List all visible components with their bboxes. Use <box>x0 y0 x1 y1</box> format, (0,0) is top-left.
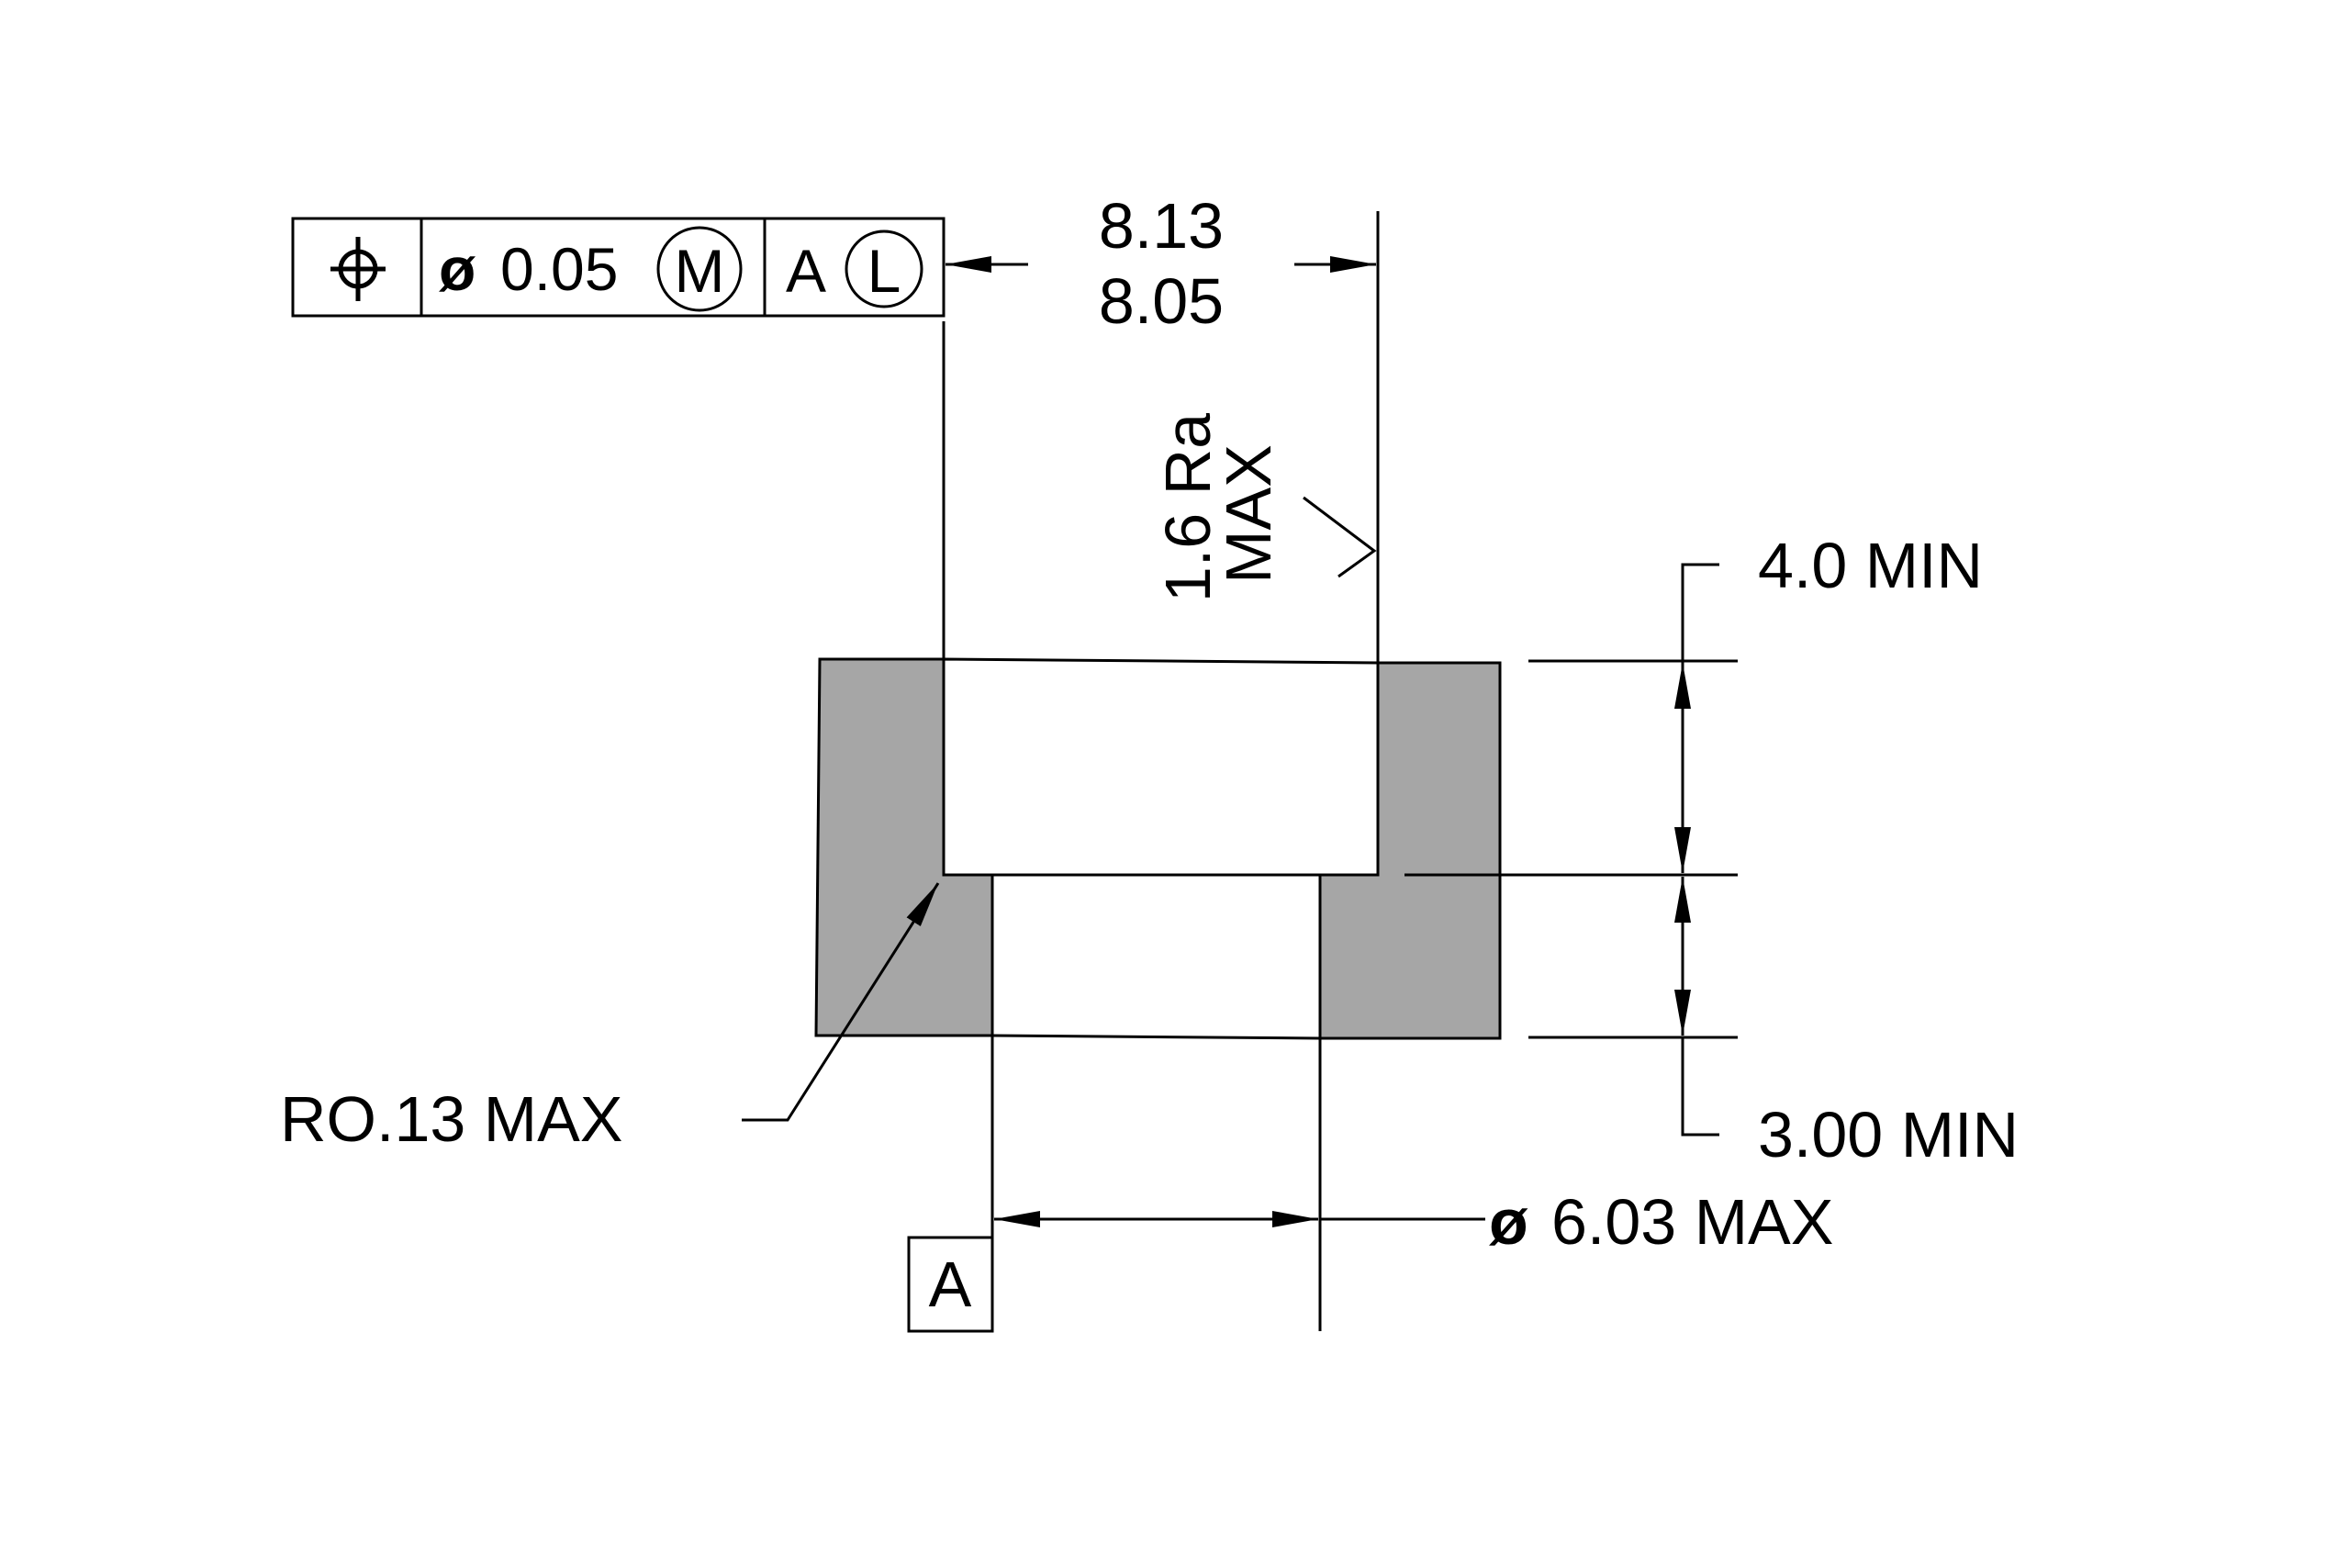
surface-finish-check-icon <box>1303 496 1377 578</box>
section-left-wall <box>814 657 994 1037</box>
vertical-dimensions: 4.0 MIN 3.00 MIN <box>1674 530 2019 1170</box>
base-thickness-label: 3.00 MIN <box>1758 1099 2019 1170</box>
part-section <box>814 657 1502 1040</box>
fcf-lmc-modifier: L <box>867 237 901 305</box>
extension-lines <box>942 211 1738 1331</box>
surface-finish-limit: MAX <box>1213 444 1284 584</box>
radius-leader <box>742 882 940 1122</box>
fcf-diameter-symbol: ø <box>439 235 476 303</box>
feature-control-frame: ø 0.05 M A L <box>291 217 946 318</box>
depth-leader <box>1681 563 1719 663</box>
fcf-border <box>291 217 946 318</box>
counterbore-depth-label: 4.0 MIN <box>1758 530 1983 601</box>
fcf-mmc-modifier: M <box>675 237 725 305</box>
counterbore-outline <box>942 657 1380 877</box>
fcf-tolerance: 0.05 <box>500 235 618 303</box>
position-icon <box>330 237 386 301</box>
section-right-wall <box>1318 661 1502 1040</box>
fcf-mmc-circle <box>656 226 743 312</box>
hole-diameter-symbol: ø <box>1489 1186 1528 1258</box>
radius-callout: RO.13 MAX <box>280 882 940 1155</box>
fcf-datum: A <box>786 237 826 305</box>
datum-box <box>907 1236 994 1333</box>
datum-feature-symbol: A <box>907 1236 994 1333</box>
thickness-leader <box>1681 1037 1719 1137</box>
hole-diameter-label: 6.03 MAX <box>1551 1186 1833 1258</box>
hole-diameter-dimension: ø 6.03 MAX <box>994 1186 1833 1258</box>
part-bottom-edge <box>991 1034 1321 1040</box>
width-upper-limit: 8.13 <box>1099 190 1224 262</box>
width-dimension: 8.13 8.05 <box>946 190 1376 337</box>
fcf-lmc-circle <box>845 230 923 308</box>
radius-label: RO.13 MAX <box>280 1083 622 1155</box>
surface-finish-value: 1.6 Ra <box>1152 413 1224 602</box>
width-lower-limit: 8.05 <box>1099 265 1224 337</box>
datum-label: A <box>929 1249 972 1320</box>
surface-finish-callout: 1.6 Ra MAX <box>1152 413 1377 602</box>
